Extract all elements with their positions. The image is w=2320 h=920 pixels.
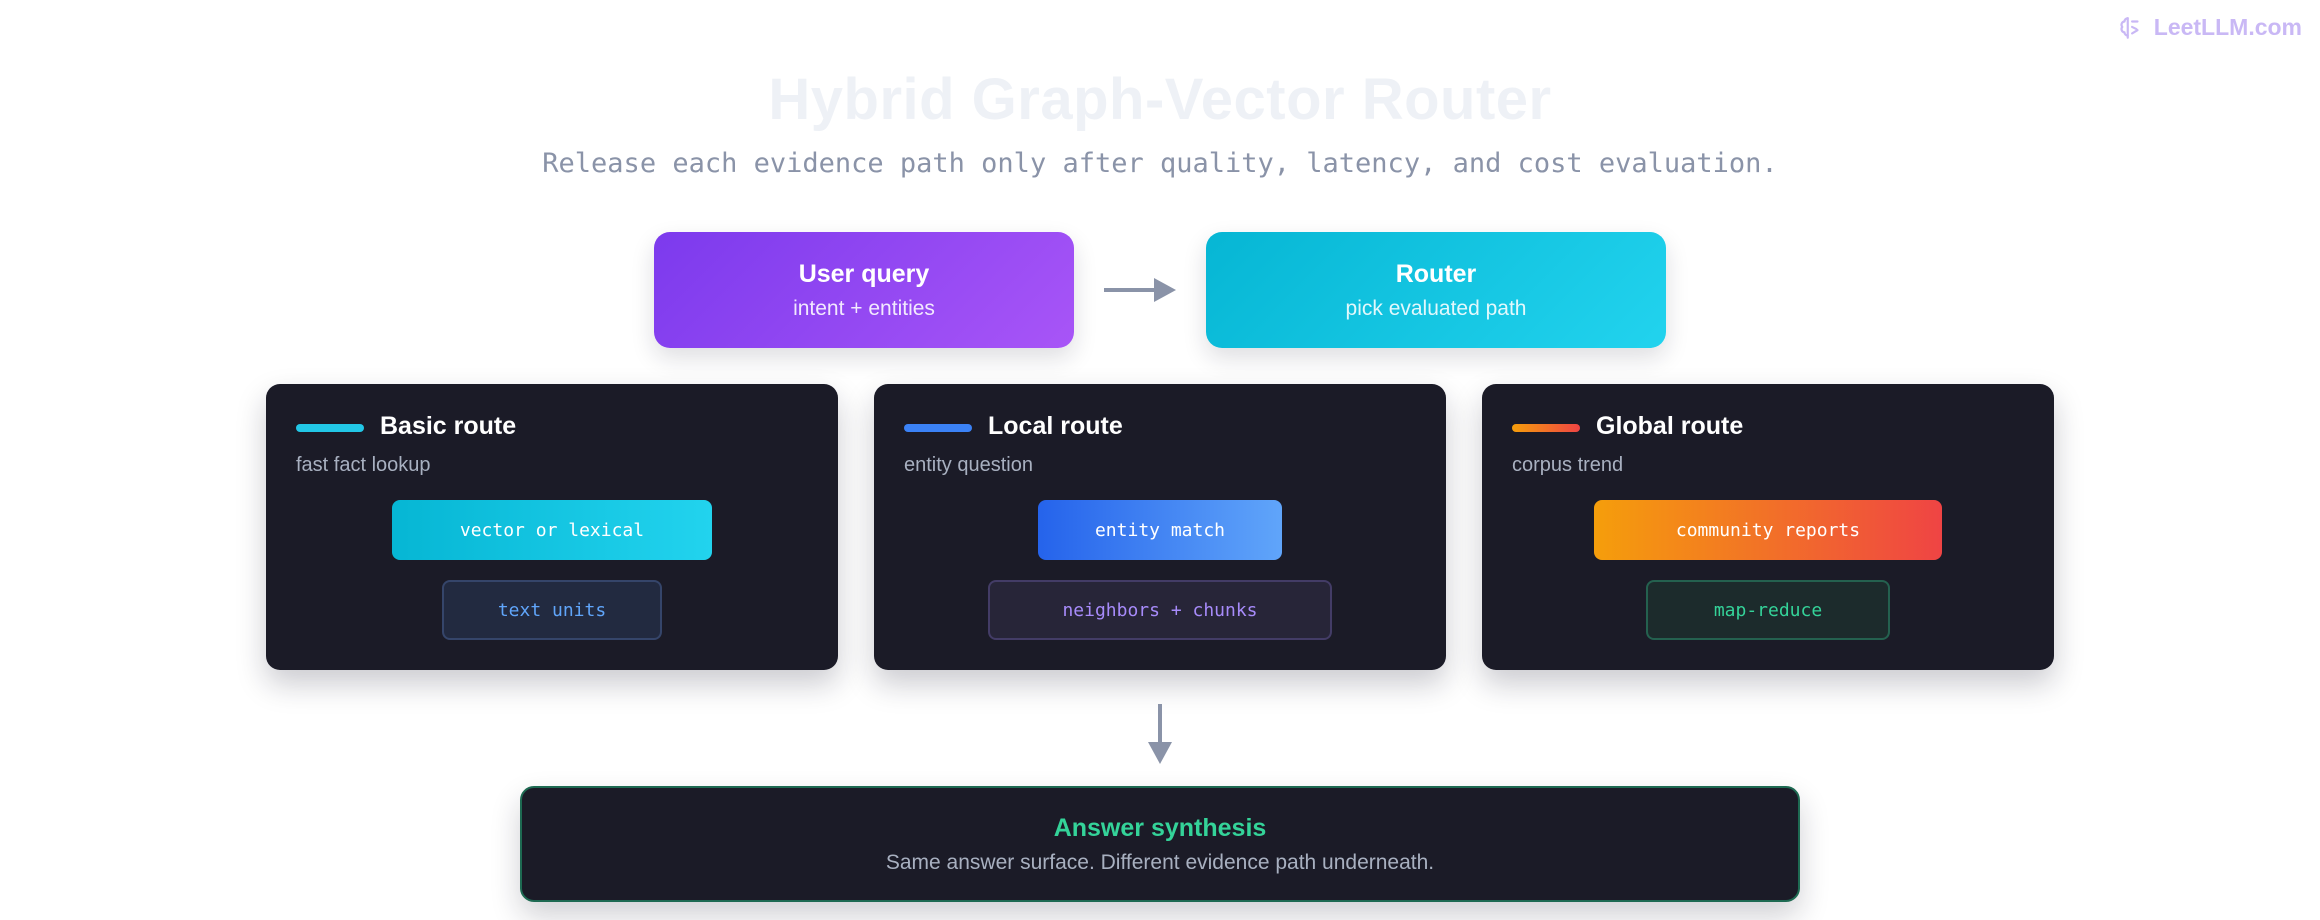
page-title: Hybrid Graph-Vector Router	[768, 67, 1552, 132]
global-route-accent-bar	[1512, 424, 1580, 432]
page-subtitle: Release each evidence path only after qu…	[542, 148, 1778, 179]
router-node: Router pick evaluated path	[1206, 232, 1666, 348]
user-query-node: User query intent + entities	[654, 232, 1074, 348]
local-route-subtitle: entity question	[904, 454, 1033, 476]
basic-route-accent-bar	[296, 424, 364, 432]
global-route-title: Global route	[1596, 412, 1744, 440]
brand-name: LeetLLM.com	[2153, 14, 2302, 40]
global-route-secondary-chip: map-reduce	[1646, 580, 1890, 640]
router-subtitle: pick evaluated path	[1345, 296, 1527, 320]
user-query-subtitle: intent + entities	[793, 296, 935, 320]
basic-route-secondary-chip: text units	[442, 580, 662, 640]
arrow-right-icon	[1104, 278, 1176, 302]
brain-icon	[2120, 16, 2139, 39]
local-route-secondary-chip: neighbors + chunks	[988, 580, 1332, 640]
local-route-primary-chip: entity match	[1038, 500, 1282, 560]
basic-route-card: Basic route fast fact lookup vector or l…	[266, 384, 838, 670]
local-route-title: Local route	[988, 412, 1123, 440]
router-title: Router	[1395, 259, 1477, 288]
basic-route-primary-chip: vector or lexical	[392, 500, 712, 560]
global-route-subtitle: corpus trend	[1512, 454, 1624, 476]
arrow-down-icon	[1148, 704, 1172, 764]
basic-route-title: Basic route	[380, 412, 517, 440]
user-query-title: User query	[798, 259, 930, 288]
global-route-primary-chip: community reports	[1594, 500, 1942, 560]
basic-route-subtitle: fast fact lookup	[296, 454, 431, 476]
local-route-card: Local route entity question entity match…	[874, 384, 1446, 670]
local-route-accent-bar	[904, 424, 972, 432]
answer-synthesis-title: Answer synthesis	[1053, 813, 1267, 842]
global-route-card: Global route corpus trend community repo…	[1482, 384, 2054, 670]
answer-synthesis-subtitle: Same answer surface. Different evidence …	[885, 850, 1435, 874]
answer-synthesis-node: Answer synthesis Same answer surface. Di…	[520, 786, 1800, 902]
brand-logo[interactable]: LeetLLM.com	[2118, 14, 2302, 41]
